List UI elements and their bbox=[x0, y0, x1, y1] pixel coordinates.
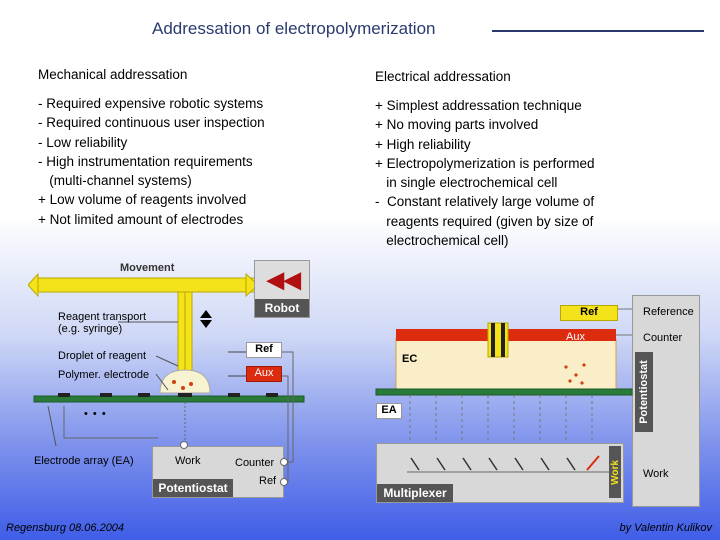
switch-array bbox=[407, 455, 613, 473]
movement-label: Movement bbox=[120, 262, 175, 274]
reference-label: Reference bbox=[643, 306, 694, 318]
page-title: Addressation of electropolymerization bbox=[152, 19, 436, 38]
arm-arrow-left bbox=[28, 272, 39, 298]
list-item: - High instrumentation requirements bbox=[38, 153, 253, 169]
work-vertical-label: Work bbox=[609, 459, 621, 485]
footer-author: by Valentin Kulikov bbox=[619, 522, 712, 534]
ref-electrode-box: Ref bbox=[246, 342, 282, 358]
electrical-heading: Electrical addressation bbox=[375, 69, 511, 84]
list-item: - Required expensive robotic systems bbox=[38, 96, 264, 111]
ref-tag: Ref bbox=[560, 305, 618, 321]
ec-label: EC bbox=[402, 353, 418, 365]
counter-terminal bbox=[280, 458, 288, 466]
ea-label: EA bbox=[376, 403, 402, 419]
work-label-right: Work bbox=[643, 468, 669, 480]
electrical-diagram-graphics bbox=[375, 308, 633, 457]
arm-arrow-right bbox=[245, 272, 259, 298]
list-item: + Low volume of reagents involved bbox=[38, 192, 247, 208]
list-item: + Simplest addressation technique bbox=[375, 98, 582, 113]
work-terminal bbox=[180, 441, 188, 449]
potentiostat-box: Work Counter Ref Potentiostat bbox=[152, 446, 284, 498]
arrow-up-icon bbox=[200, 310, 212, 318]
list-item: + High reliability bbox=[375, 136, 471, 152]
electrical-diagram: Reference Counter Work Potentiostat bbox=[370, 295, 700, 507]
potentiostat-panel: Reference Counter Work Potentiostat bbox=[632, 295, 700, 507]
multiplexer-label: Multiplexer bbox=[377, 484, 453, 502]
robot-box: ◀◀ Robot bbox=[254, 260, 310, 318]
ref-terminal bbox=[280, 478, 288, 486]
ea-bar bbox=[375, 388, 633, 396]
more-electrodes-dots: • • • bbox=[84, 408, 107, 420]
list-item: + Electropolymerization is performed bbox=[375, 155, 595, 171]
robot-arm bbox=[33, 277, 257, 293]
list-item: - Constant relatively large volume of bbox=[375, 194, 595, 210]
work-label: Work bbox=[175, 455, 201, 467]
mechanical-diagram: Movement ◀◀ Robot Reagent transport (e.g… bbox=[28, 256, 310, 502]
mechanical-heading: Mechanical addressation bbox=[38, 67, 188, 82]
list-item: + No moving parts involved bbox=[375, 117, 539, 133]
reagent-transport-label: Reagent transport bbox=[58, 311, 147, 323]
list-item: (multi-channel systems) bbox=[38, 173, 192, 189]
droplet-shape bbox=[159, 369, 211, 394]
arrow-down-icon bbox=[200, 320, 212, 328]
mechanical-diagram-graphics bbox=[28, 272, 305, 483]
footer-date: Regensburg 08.06.2004 bbox=[6, 522, 125, 534]
list-item: - Required continuous user inspection bbox=[38, 115, 265, 131]
title-underline bbox=[492, 30, 704, 32]
mechanical-list: - Required expensive robotic systems - R… bbox=[38, 94, 265, 229]
list-item: reagents required (given by size of bbox=[375, 213, 594, 229]
potentiostat-label: Potentiostat bbox=[153, 479, 233, 497]
aux-electrode-box: Aux bbox=[246, 366, 282, 382]
list-item: electrochemical cell) bbox=[375, 233, 509, 249]
electrode-array-bar bbox=[33, 395, 305, 403]
electrode-array-label: Electrode array (EA) bbox=[34, 455, 134, 467]
counter-label: Counter bbox=[235, 457, 275, 469]
counter-label-right: Counter bbox=[643, 332, 683, 344]
droplet-label: Droplet of reagent bbox=[58, 350, 147, 362]
list-item: - Low reliability bbox=[38, 134, 128, 150]
electrical-list: + Simplest addressation technique + No m… bbox=[375, 96, 594, 250]
polymer-electrode-label: Polymer. electrode bbox=[58, 369, 150, 381]
list-item: in single electrochemical cell bbox=[375, 175, 558, 191]
robot-label: Robot bbox=[255, 299, 309, 317]
list-item: + Not limited amount of electrodes bbox=[38, 211, 244, 227]
rewind-icon: ◀◀ bbox=[267, 267, 301, 292]
ref-label: Ref bbox=[259, 475, 277, 487]
multiplexer-box: Multiplexer Work bbox=[376, 443, 624, 503]
syringe-label: (e.g. syringe) bbox=[58, 323, 123, 335]
aux-tag: Aux bbox=[566, 331, 585, 343]
